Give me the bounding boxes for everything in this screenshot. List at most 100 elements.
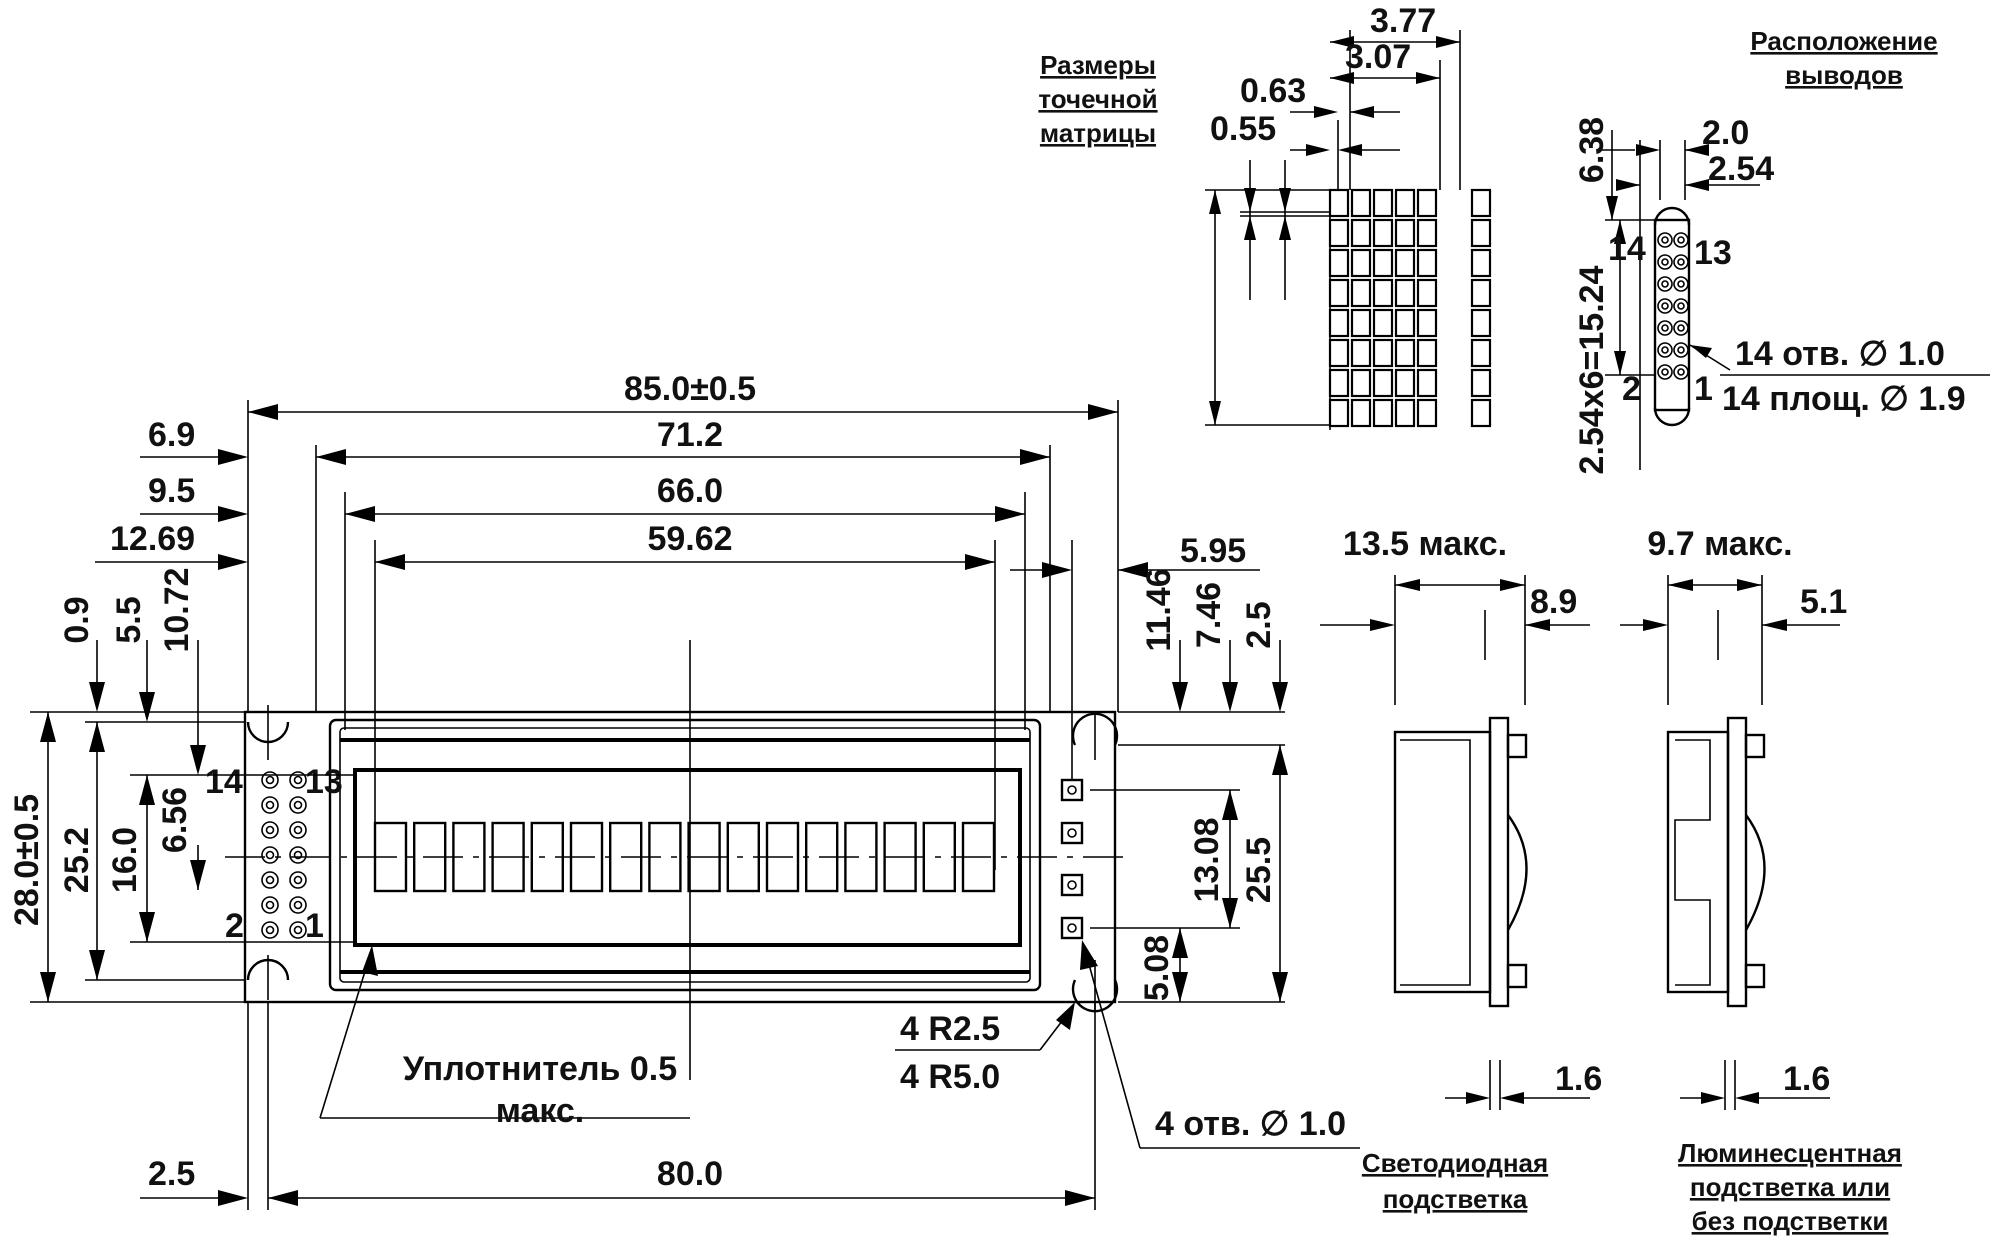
- dim-80: 80.0: [657, 1155, 723, 1193]
- header-pad: [261, 796, 279, 814]
- matrix-dot: [1328, 278, 1350, 308]
- pinout-pad: [1657, 364, 1673, 380]
- dim-66: 66.0: [657, 472, 723, 510]
- side-view-led: 13.5 макс. 8.9 1.6 Светодиодная подствет…: [1320, 525, 1602, 1214]
- matrix-dot-spare: [1470, 218, 1492, 248]
- header-pad: [261, 771, 279, 789]
- header-pad: [289, 871, 307, 889]
- dim-2-54: 2.54: [1708, 150, 1774, 188]
- dim-5-95: 5.95: [1180, 532, 1246, 570]
- pinout-pad: [1673, 320, 1689, 336]
- pinout-pad: [1657, 232, 1673, 248]
- pinout-pad: [1673, 276, 1689, 292]
- matrix-dot: [1394, 338, 1416, 368]
- dot-matrix-title-2: точечной: [1038, 84, 1157, 114]
- holes-4: 4 отв. ∅ 1.0: [1155, 1105, 1346, 1143]
- side-view-el: 9.7 макс. 5.1 1.6 Люминесцентная подстве…: [1620, 525, 1902, 1236]
- pinout-title-2: выводов: [1785, 60, 1903, 90]
- radius-r2-5: 4 R2.5: [900, 1010, 1000, 1048]
- dim-0-63: 0.63: [1240, 72, 1306, 110]
- matrix-dot: [1416, 248, 1438, 278]
- matrix-dot: [1350, 218, 1372, 248]
- pinout-pad: [1657, 276, 1673, 292]
- matrix-dot: [1350, 278, 1372, 308]
- pinout-label-1: 1: [1694, 370, 1713, 408]
- dim-12-69: 12.69: [110, 520, 195, 558]
- matrix-dot: [1416, 278, 1438, 308]
- pinout-pad: [1657, 320, 1673, 336]
- dim-28: 28.0±0.5: [8, 794, 46, 926]
- pinout-holes: [1657, 232, 1689, 380]
- el-dim-1-6: 1.6: [1783, 1060, 1830, 1098]
- matrix-dot: [1350, 338, 1372, 368]
- dim-25-5: 25.5: [1240, 837, 1278, 903]
- dim-2-0: 2.0: [1702, 114, 1749, 152]
- led-caption-2: подстветка: [1383, 1184, 1528, 1214]
- matrix-dot: [1328, 248, 1350, 278]
- matrix-dot: [1394, 188, 1416, 218]
- header-pad: [289, 896, 307, 914]
- dim-8-9: 8.9: [1530, 583, 1577, 621]
- el-caption-3: без подстветки: [1692, 1206, 1889, 1236]
- bezel-inner: [339, 727, 1031, 983]
- dim-6-56: 6.56: [156, 787, 194, 853]
- bottom-dimensions: 2.5 80.0 4 R2.5 4 R5.0 4 отв. ∅ 1.0 Упло…: [140, 940, 1360, 1210]
- mounting-hole-tl: [246, 705, 290, 760]
- pinout-pad: [1673, 342, 1689, 358]
- pin-label-2: 2: [225, 907, 244, 945]
- matrix-dot: [1416, 218, 1438, 248]
- backlight-pads: [1060, 778, 1084, 940]
- pinout-label-13: 13: [1694, 234, 1732, 272]
- mounting-hole-bl: [246, 955, 290, 1000]
- pinout-holes-note: 14 отв. ∅ 1.0: [1735, 335, 1945, 373]
- right-dimensions: 11.46 7.46 2.5 13.08 25.5 5.08: [1090, 568, 1288, 1003]
- header-pad: [261, 821, 279, 839]
- matrix-dot: [1416, 368, 1438, 398]
- matrix-dot: [1416, 308, 1438, 338]
- top-dimensions: 85.0±0.5 71.2 6.9 66.0 9.5 59.62 12.69 5…: [95, 370, 1260, 870]
- dim-10-72: 10.72: [158, 567, 196, 652]
- matrix-dot: [1372, 188, 1394, 218]
- header-pad: [261, 896, 279, 914]
- dim-11-46: 11.46: [1140, 568, 1178, 651]
- dim-2-5-bottom: 2.5: [148, 1155, 195, 1193]
- seal-note: Уплотнитель 0.5: [403, 1050, 677, 1088]
- matrix-dot: [1372, 398, 1394, 428]
- matrix-dot: [1394, 278, 1416, 308]
- dot-grid: [1328, 188, 1492, 428]
- header-pad: [289, 846, 307, 864]
- pinout-title-1: Расположение: [1750, 26, 1937, 56]
- matrix-dot: [1350, 248, 1372, 278]
- dim-6-9: 6.9: [148, 416, 195, 454]
- header-pad: [289, 796, 307, 814]
- dim-71-2: 71.2: [657, 416, 723, 454]
- dim-2-5-top: 2.5: [1240, 601, 1278, 648]
- pinout-label-14: 14: [1608, 230, 1646, 268]
- matrix-dot: [1372, 248, 1394, 278]
- matrix-dot: [1350, 308, 1372, 338]
- el-caption-2: подстветка или: [1690, 1172, 1890, 1202]
- matrix-dot: [1372, 308, 1394, 338]
- dim-59-62: 59.62: [647, 520, 732, 558]
- matrix-dot-spare: [1470, 338, 1492, 368]
- bezel-outline: [328, 718, 1042, 992]
- matrix-dot: [1350, 188, 1372, 218]
- matrix-dot-spare: [1470, 278, 1492, 308]
- matrix-dot: [1394, 218, 1416, 248]
- mounting-hole-tr: [1071, 712, 1119, 760]
- pinout-pad: [1673, 364, 1689, 380]
- dim-3-07: 3.07: [1345, 38, 1411, 76]
- matrix-dot-spare: [1470, 188, 1492, 218]
- dim-5-1: 5.1: [1800, 583, 1847, 621]
- matrix-dot: [1328, 398, 1350, 428]
- dim-5-08: 5.08: [1138, 935, 1176, 1001]
- dim-16: 16.0: [106, 827, 144, 893]
- pin-label-13: 13: [305, 763, 343, 801]
- matrix-dot: [1394, 368, 1416, 398]
- matrix-dot: [1328, 218, 1350, 248]
- matrix-dot: [1328, 308, 1350, 338]
- pin-label-1: 1: [305, 907, 324, 945]
- matrix-dot: [1372, 368, 1394, 398]
- matrix-dot: [1372, 338, 1394, 368]
